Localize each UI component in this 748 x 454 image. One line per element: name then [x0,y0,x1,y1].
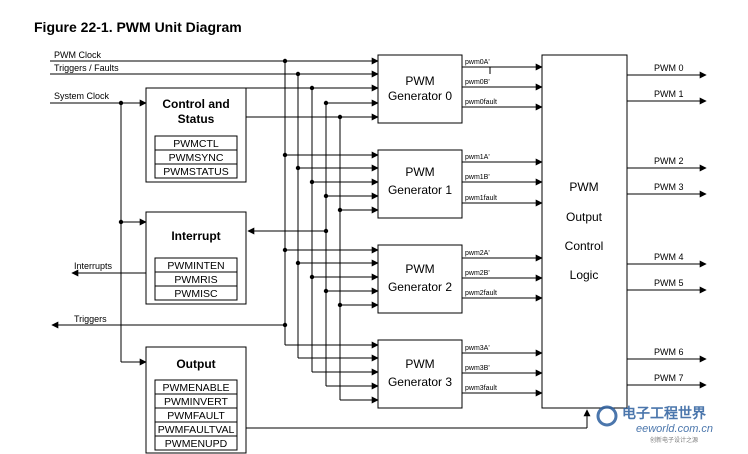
generator-3-label-1: PWM [405,357,434,371]
output-pwm6: PWM 6 [654,347,684,357]
watermark-brand: 电子工程世界 [622,405,707,421]
output-pwm5: PWM 5 [654,278,684,288]
pwm-generator-3: PWM Generator 3 pwm3A' pwm3B' pwm3fault [377,339,543,409]
signal-pwm3b: pwm3B' [465,365,490,372]
watermark-slogan: 创新电子设计之源 [650,436,698,444]
pwm-generator-0: PWM Generator 0 pwm0A' pwm0B' pwm0fault [377,54,543,124]
figure-title: Figure 22-1. PWM Unit Diagram [34,19,242,35]
pwm-generator-1: PWM Generator 1 pwm1A' pwm1B' pwm1fault [377,149,543,219]
output-pwm4: PWM 4 [654,252,684,262]
register-pwmenupd: PWMENUPD [165,438,228,450]
logic-line-2: Output [566,210,603,224]
signal-pwm1b: pwm1B' [465,174,490,181]
generator-1-label-1: PWM [405,165,434,179]
signal-pwm1fault: pwm1fault [465,195,497,202]
triggers-out-label: Triggers [74,314,107,324]
register-pwmctl: PWMCTL [173,138,219,150]
register-pwmfault: PWMFAULT [167,410,225,422]
input-bus-wires [50,57,379,366]
pwm-generator-2: PWM Generator 2 pwm2A' pwm2B' pwm2fault [377,244,543,314]
generator-2-label-2: Generator 2 [388,280,452,294]
signal-pwm0fault: pwm0fault [465,99,497,106]
pwm-clock-label: PWM Clock [54,50,101,60]
signal-pwm2fault: pwm2fault [465,290,497,297]
control-status-wires [246,87,340,118]
signal-pwm3a: pwm3A' [465,345,490,352]
output-pwm3: PWM 3 [654,182,684,192]
logic-line-4: Logic [570,268,599,282]
output-pwm2: PWM 2 [654,156,684,166]
pwm-output-control-logic: PWM Output Control Logic [541,54,628,409]
eeworld-watermark: 电子工程世界 eeworld.com.cn 创新电子设计之源 [596,405,713,444]
register-pwmisc: PWMISC [174,288,218,300]
junction-dots [118,58,343,328]
output-block: Output PWMENABLE PWMINVERT PWMFAULT PWMF… [145,346,247,454]
output-pwm1: PWM 1 [654,89,684,99]
control-status-title-2: Status [178,112,215,126]
interrupt-title: Interrupt [171,229,220,243]
output-pwm7: PWM 7 [654,373,684,383]
generator-input-wires [285,84,379,404]
generator-0-label-2: Generator 0 [388,89,452,103]
logic-line-1: PWM [569,180,598,194]
signal-pwm0a: pwm0A' [465,59,490,66]
signal-pwm1a: pwm1A' [465,154,490,161]
triggers-faults-label: Triggers / Faults [54,63,119,73]
interrupt-wires [71,227,326,277]
control-status-title-1: Control and [162,97,229,111]
output-pwm0: PWM 0 [654,63,684,73]
generator-0-label-1: PWM [405,74,434,88]
signal-pwm2b: pwm2B' [465,270,490,277]
register-pwmfaultval: PWMFAULTVAL [158,424,235,436]
eeworld-logo-icon [596,405,618,427]
register-pwminvert: PWMINVERT [164,396,229,408]
generator-3-label-2: Generator 3 [388,375,452,389]
system-clock-label: System Clock [54,91,110,101]
register-pwmenable: PWMENABLE [162,382,229,394]
interrupt-block: Interrupt PWMINTEN PWMRIS PWMISC [145,211,247,305]
generator-2-label-1: PWM [405,262,434,276]
output-title: Output [176,357,215,371]
control-status-block: Control and Status PWMCTL PWMSYNC PWMSTA… [145,87,247,183]
vertical-bus-lines [284,61,341,400]
signal-pwm3fault: pwm3fault [465,385,497,392]
interrupts-out-label: Interrupts [74,261,113,271]
logic-line-3: Control [565,239,604,253]
output-block-wire [246,409,591,429]
register-pwmsync: PWMSYNC [169,152,224,164]
generator-1-label-2: Generator 1 [388,183,452,197]
watermark-site: eeworld.com.cn [636,423,713,435]
signal-pwm0b: pwm0B' [465,79,490,86]
register-pwmstatus: PWMSTATUS [163,166,229,178]
register-pwminten: PWMINTEN [167,260,224,272]
pwm-outputs: PWM 0 PWM 1 PWM 2 PWM 3 PWM 4 PWM 5 PWM … [627,63,707,389]
register-pwmris: PWMRIS [174,274,217,286]
signal-pwm2a: pwm2A' [465,250,490,257]
